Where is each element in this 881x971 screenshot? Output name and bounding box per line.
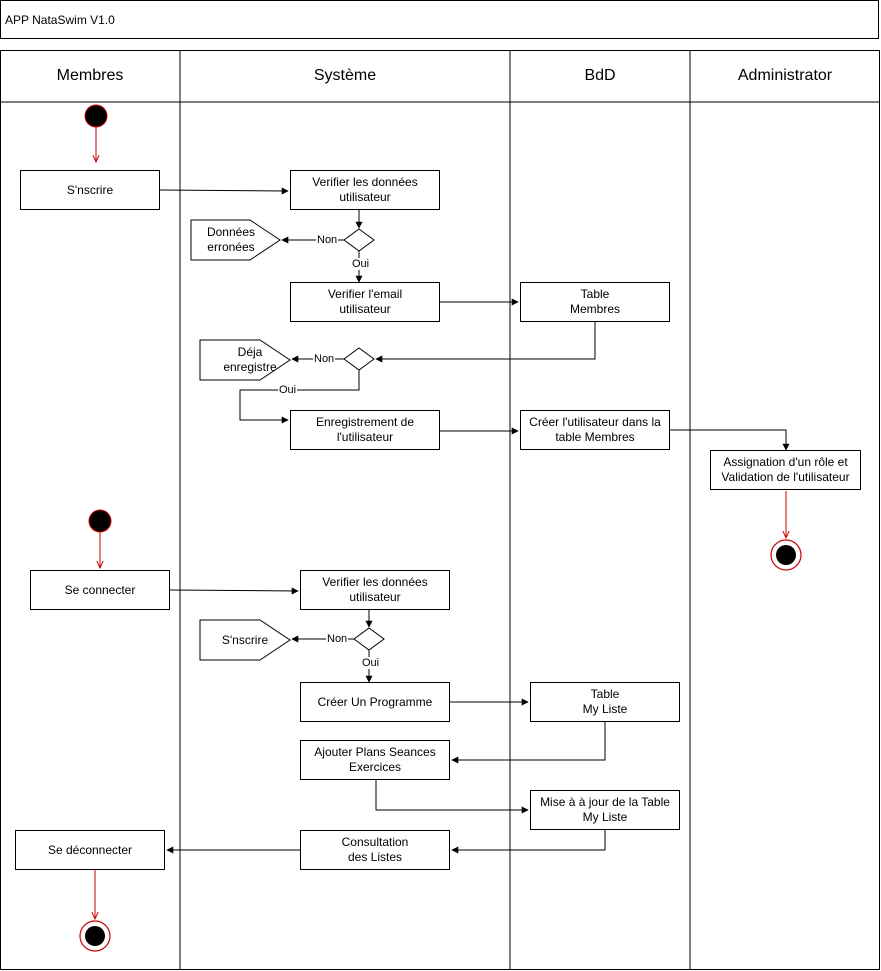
outcome-deja-enregistre: Déja enregistre	[223, 345, 277, 374]
outcome-donnees-erronees: Données erronées	[206, 225, 256, 254]
outcome-inscrire: S'nscrire	[221, 632, 269, 647]
action-se-connecter: Se connecter	[30, 570, 170, 610]
action-enregistrement: Enregistrement de l'utilisateur	[290, 410, 440, 450]
lane-header-membres: Membres	[56, 67, 124, 84]
action-ajouter-plans: Ajouter Plans Seances Exercices	[300, 740, 450, 780]
label-non-2: Non	[313, 353, 336, 365]
decision-diamond-3	[353, 627, 385, 651]
deja-enregistre-shape	[199, 339, 291, 381]
data-table-my-liste: Table My Liste	[530, 682, 680, 722]
action-creer-utilisateur: Créer l'utilisateur dans la table Membre…	[520, 410, 670, 450]
decision-diamond-1	[343, 228, 375, 252]
edge-table-diamond2	[375, 322, 596, 363]
lane-header-bdd: BdD	[584, 67, 616, 84]
lane-header-administrator: Administrator	[737, 67, 833, 84]
edge-maj-consult	[451, 830, 606, 854]
data-table-membres: Table Membres	[520, 282, 670, 322]
end-node-admin	[770, 539, 802, 571]
label-non-3: Non	[326, 633, 349, 645]
action-creer-programme: Créer Un Programme	[300, 682, 450, 722]
action-verifier-email: Verifier l'email utilisateur	[290, 282, 440, 322]
action-verifier-donnees-1: Verifier les données utilisateur	[290, 170, 440, 210]
edge-ajouter-maj	[375, 780, 529, 814]
action-mise-a-jour: Mise à à jour de la Table My Liste	[530, 790, 680, 830]
edge-connecter-verif2	[169, 587, 299, 595]
label-non-1: Non	[316, 234, 339, 246]
diagram-title: APP NataSwim V1.0	[5, 13, 115, 27]
edge-inscrire-verif	[159, 187, 289, 195]
edge-creer-assign	[670, 429, 790, 451]
action-assignation-role: Assignation d'un rôle et Validation de l…	[710, 450, 861, 490]
edges	[159, 187, 790, 854]
end-node-members	[79, 920, 111, 952]
edge-diamond2-enreg	[239, 370, 360, 424]
diagram-title-box: APP NataSwim V1.0	[0, 0, 879, 39]
action-consultation: Consultation des Listes	[300, 830, 450, 870]
action-se-deconnecter: Se déconnecter	[15, 830, 165, 870]
start-node-1	[84, 104, 108, 128]
label-oui-2: Oui	[278, 384, 298, 396]
label-oui-3: Oui	[361, 657, 381, 669]
inscrire2-shape	[199, 619, 291, 661]
swimlane-frame	[0, 50, 880, 970]
edge-table-ajouter	[451, 722, 606, 764]
donnees-erronees-shape	[190, 219, 281, 261]
lane-dividers	[0, 50, 880, 970]
action-verifier-donnees-2: Verifier les données utilisateur	[300, 570, 450, 610]
start-node-2	[88, 509, 112, 533]
lane-header-systeme: Système	[313, 67, 377, 84]
decision-diamond-2	[343, 347, 375, 371]
action-inscrire: S'nscrire	[20, 170, 160, 210]
label-oui-1: Oui	[351, 258, 371, 270]
